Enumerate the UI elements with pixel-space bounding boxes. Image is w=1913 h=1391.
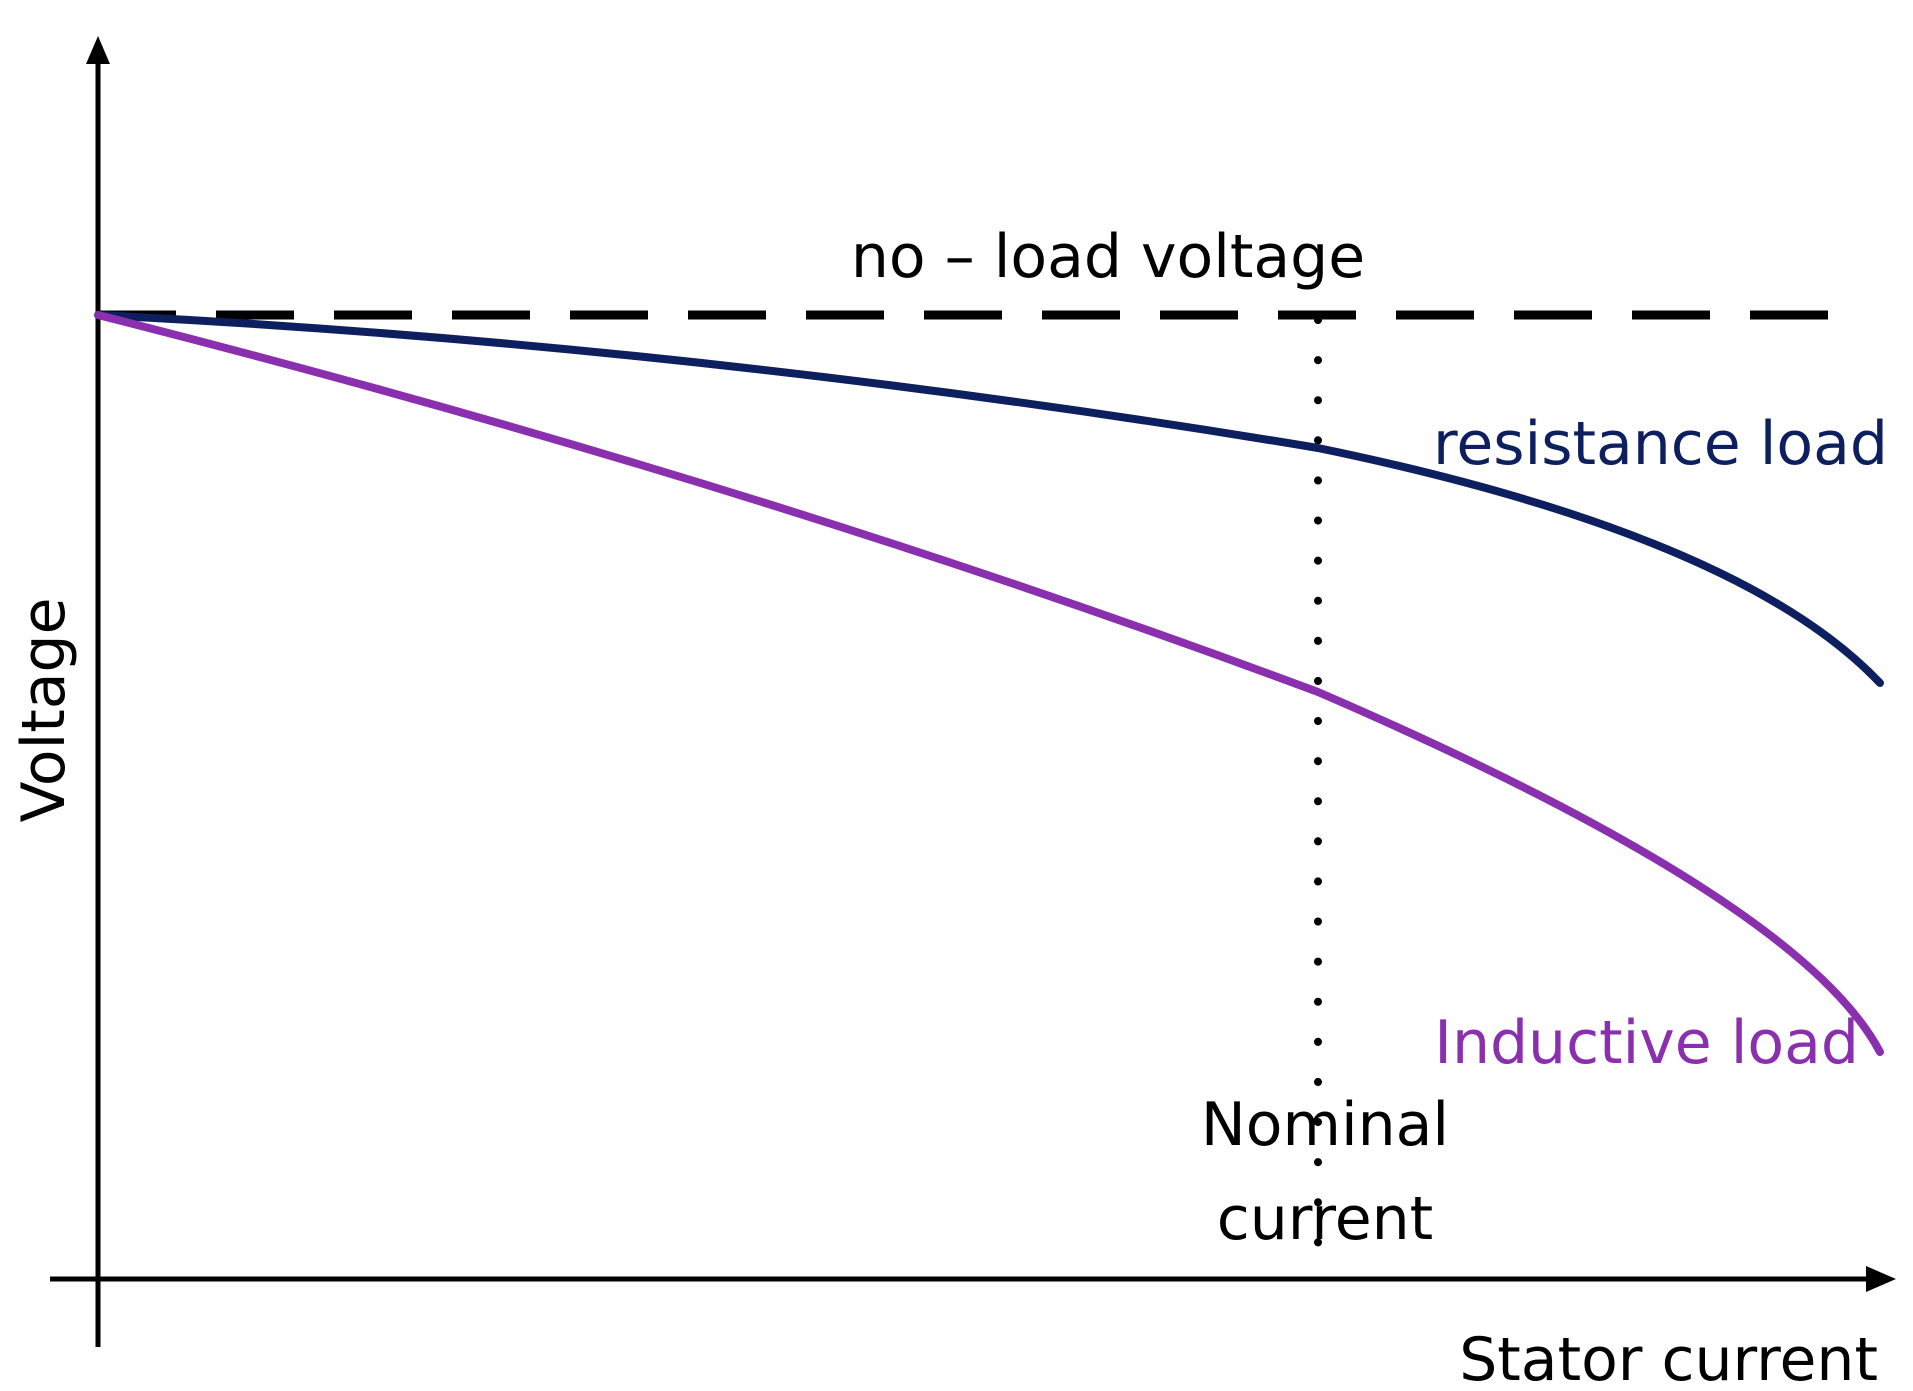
inductive-load-curve (94, 311, 1884, 1056)
nominal-current-label-line2: current (1217, 1184, 1433, 1254)
axes (50, 36, 1896, 1347)
y-axis-arrowhead (86, 36, 110, 64)
inductive-load-label: Inductive load (1434, 1008, 1859, 1078)
resistance-load-label: resistance load (1433, 409, 1888, 479)
resistance-load-curve (94, 311, 1884, 687)
no-load-voltage-label: no – load voltage (851, 222, 1365, 292)
y-axis-label: Voltage (9, 597, 79, 822)
x-axis-arrowhead (1866, 1266, 1896, 1292)
nominal-current-label-line1: Nominal (1201, 1090, 1449, 1160)
x-axis-label: Stator current (1459, 1325, 1878, 1391)
